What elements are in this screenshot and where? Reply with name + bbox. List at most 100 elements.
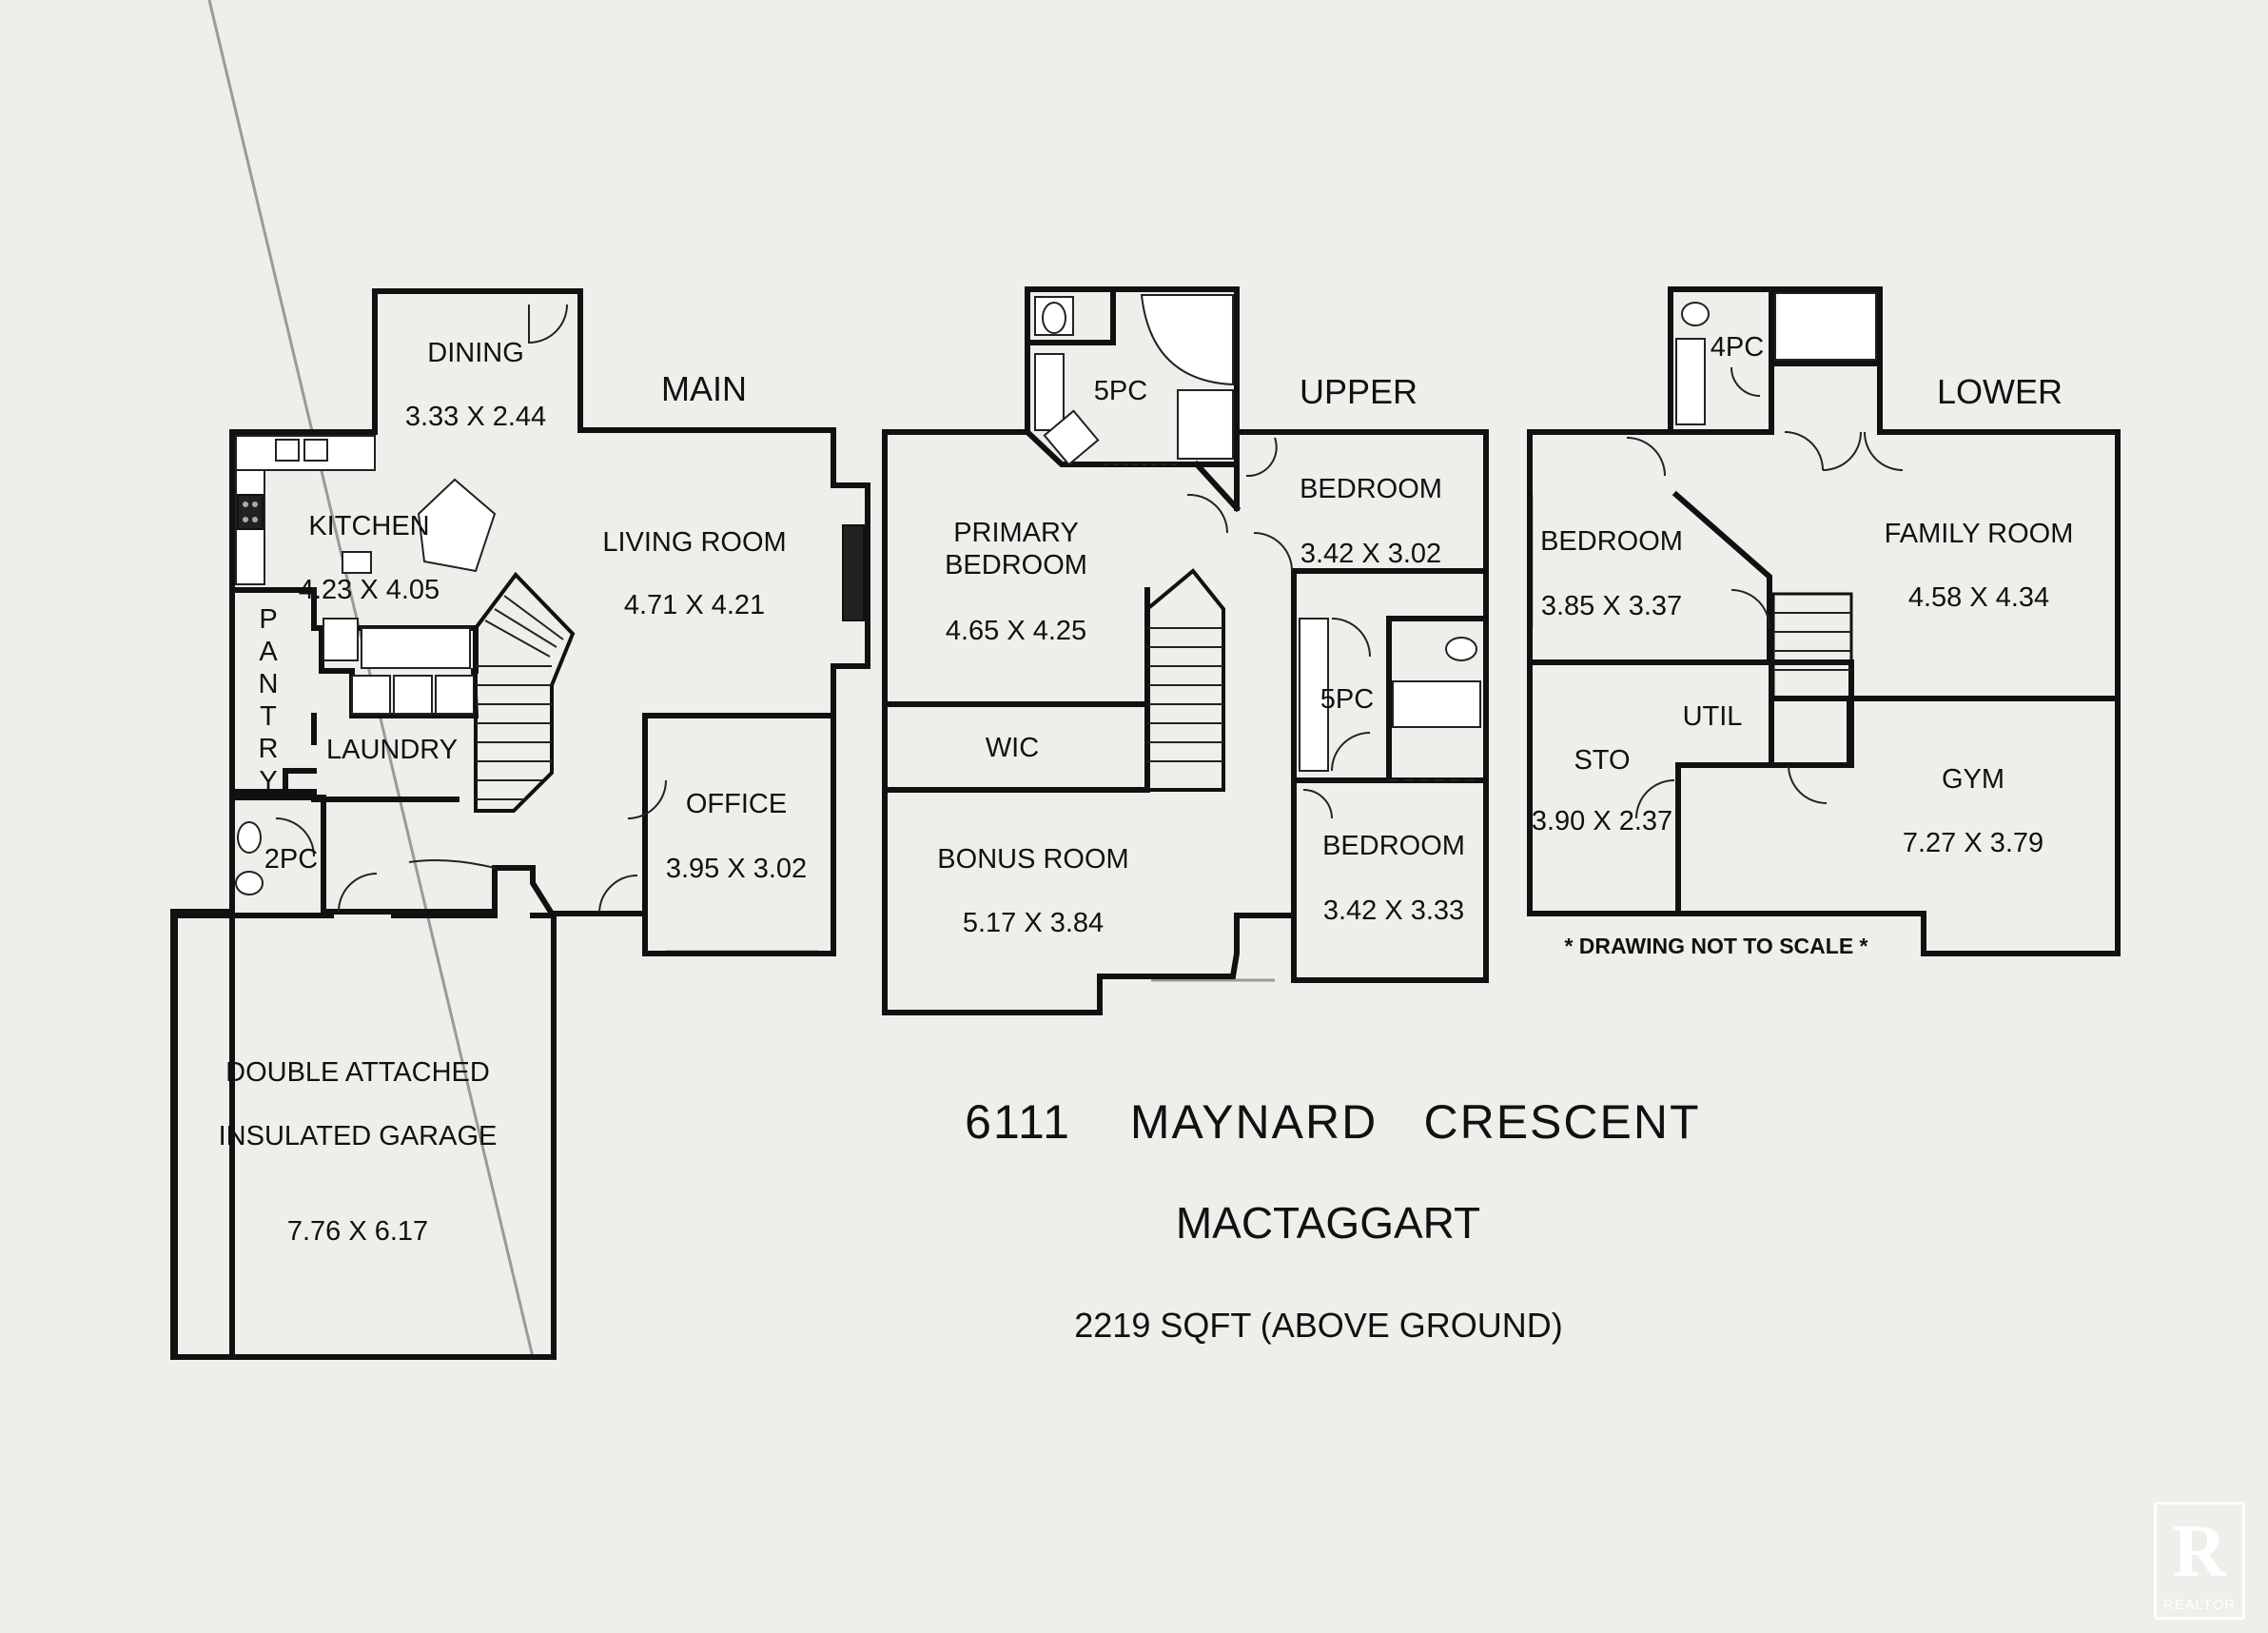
toilet-icon <box>1681 302 1710 326</box>
tub-icon <box>1392 680 1481 728</box>
room-name: 4PC <box>1711 332 1764 363</box>
floor-label-main: MAIN <box>661 369 747 408</box>
washer-icon <box>351 675 391 715</box>
door-icon <box>1730 589 1770 629</box>
room-name: LAUNDRY <box>326 735 458 765</box>
tub-icon <box>1774 292 1877 361</box>
square-footage: 2219 SQFT (ABOVE GROUND) <box>1074 1306 1562 1345</box>
room-name: BEDROOM <box>1322 831 1465 861</box>
kitchen-counter <box>235 435 376 471</box>
room-name: 5PC <box>1320 684 1374 715</box>
fireplace-icon <box>842 524 865 621</box>
room-name: DOUBLE ATTACHED <box>225 1057 490 1088</box>
door-icon <box>1784 431 1824 471</box>
room-name: LIVING ROOM <box>602 527 786 558</box>
door-icon <box>1331 732 1371 772</box>
door-icon <box>598 874 638 913</box>
shower-icon <box>1177 389 1234 460</box>
dryer-icon <box>393 675 433 715</box>
lower-stairs <box>1771 592 1853 700</box>
door-icon <box>408 859 496 869</box>
floor-label-upper: UPPER <box>1300 372 1418 411</box>
main-stairs <box>474 571 576 813</box>
door-icon <box>1635 779 1675 819</box>
room-name: UTIL <box>1683 701 1743 732</box>
door-icon <box>1253 532 1293 572</box>
lower-outer-wall <box>1527 286 2121 956</box>
room-dims: 4.23 X 4.05 <box>299 575 440 605</box>
door-icon <box>275 817 315 857</box>
toilet-icon <box>237 821 262 854</box>
room-name: BEDROOM <box>1540 526 1683 557</box>
sink-icon <box>342 551 372 574</box>
toilet-icon <box>1445 637 1477 661</box>
street-number: 6111 <box>965 1095 1071 1149</box>
room-dims: 3.85 X 3.37 <box>1541 591 1682 621</box>
upper-stairs <box>1145 568 1225 792</box>
range-hood-icon <box>323 618 359 661</box>
street-type: CRESCENT <box>1423 1095 1700 1149</box>
room-name: WIC <box>986 733 1039 763</box>
room-name: 2PC <box>264 844 318 875</box>
room-name: FAMILY ROOM <box>1885 519 2074 549</box>
sink-icon <box>235 871 264 895</box>
stove-icon <box>237 494 264 530</box>
door-icon <box>1302 789 1333 819</box>
toilet-icon <box>1042 302 1066 334</box>
upper-floor: UPPER 5PC PRIMARY BEDROOM 4.65 X 4.25 WI… <box>882 286 1489 1015</box>
lower-floor: LOWER 4PC BEDROOM 3.85 X 3.37 FAMILY ROO… <box>1527 286 2121 958</box>
scale-note: * DRAWING NOT TO SCALE * <box>1564 934 1867 958</box>
door-icon <box>1788 764 1828 804</box>
room-dims: 4.65 X 4.25 <box>946 616 1086 646</box>
floor-label-lower: LOWER <box>1937 372 2063 411</box>
realtor-logo-letter: R <box>2172 1509 2227 1592</box>
room-dims: 4.58 X 4.34 <box>1908 582 2049 613</box>
room-name: DINING <box>427 338 524 368</box>
title-block: 6111 MAYNARD CRESCENT MACTAGGART 2219 SQ… <box>965 1095 1700 1345</box>
door-icon <box>528 304 568 344</box>
vanity-icon <box>1034 353 1065 431</box>
room-dims: 3.33 X 2.44 <box>405 402 546 432</box>
room-dims: 4.71 X 4.21 <box>624 590 765 620</box>
garage-wall <box>170 909 558 1360</box>
room-name: PRIMARY <box>953 518 1079 548</box>
kitchen-island <box>417 478 497 573</box>
door-icon <box>1245 437 1278 478</box>
door-icon <box>338 873 378 913</box>
main-floor: MAIN DINING 3.33 X 2.44 KITCHEN 4.23 X 4… <box>170 0 870 1360</box>
realtor-logo-text: REALTOR <box>2162 1597 2237 1613</box>
room-dims: 7.27 X 3.79 <box>1903 828 2043 858</box>
door-icon <box>1822 431 1862 471</box>
door-icon <box>1730 366 1761 397</box>
community-name: MACTAGGART <box>1176 1198 1480 1248</box>
room-dims: 3.90 X 2.37 <box>1532 806 1672 836</box>
door-icon <box>1626 437 1666 477</box>
realtor-logo: R REALTOR <box>2154 1502 2245 1620</box>
room-dims: 3.42 X 3.33 <box>1323 895 1464 926</box>
room-name: OFFICE <box>686 789 787 819</box>
door-icon <box>627 779 667 819</box>
door-icon <box>1186 493 1229 534</box>
room-name-line2: BEDROOM <box>945 550 1087 580</box>
room-name: BONUS ROOM <box>937 844 1128 875</box>
door-icon <box>1864 431 1904 471</box>
room-dims: 5.17 X 3.84 <box>963 908 1104 938</box>
room-name-line2: INSULATED GARAGE <box>219 1121 498 1151</box>
room-name: STO <box>1574 745 1630 776</box>
street-name: MAYNARD <box>1130 1095 1378 1149</box>
vanity-icon <box>1299 618 1329 772</box>
corner-tub-icon <box>1140 294 1234 386</box>
room-name: GYM <box>1942 764 2004 795</box>
room-name: BEDROOM <box>1300 474 1442 504</box>
street-address: 6111 MAYNARD CRESCENT <box>965 1095 1700 1149</box>
door-icon <box>1331 618 1371 658</box>
room-name: KITCHEN <box>308 511 429 541</box>
room-name: 5PC <box>1094 376 1147 406</box>
upper-outer-wall <box>882 286 1489 1015</box>
room-dims: 3.42 X 3.02 <box>1300 539 1441 569</box>
room-dims: 3.95 X 3.02 <box>666 854 807 884</box>
room-dims: 7.76 X 6.17 <box>287 1216 428 1247</box>
vanity-icon <box>1675 338 1706 425</box>
